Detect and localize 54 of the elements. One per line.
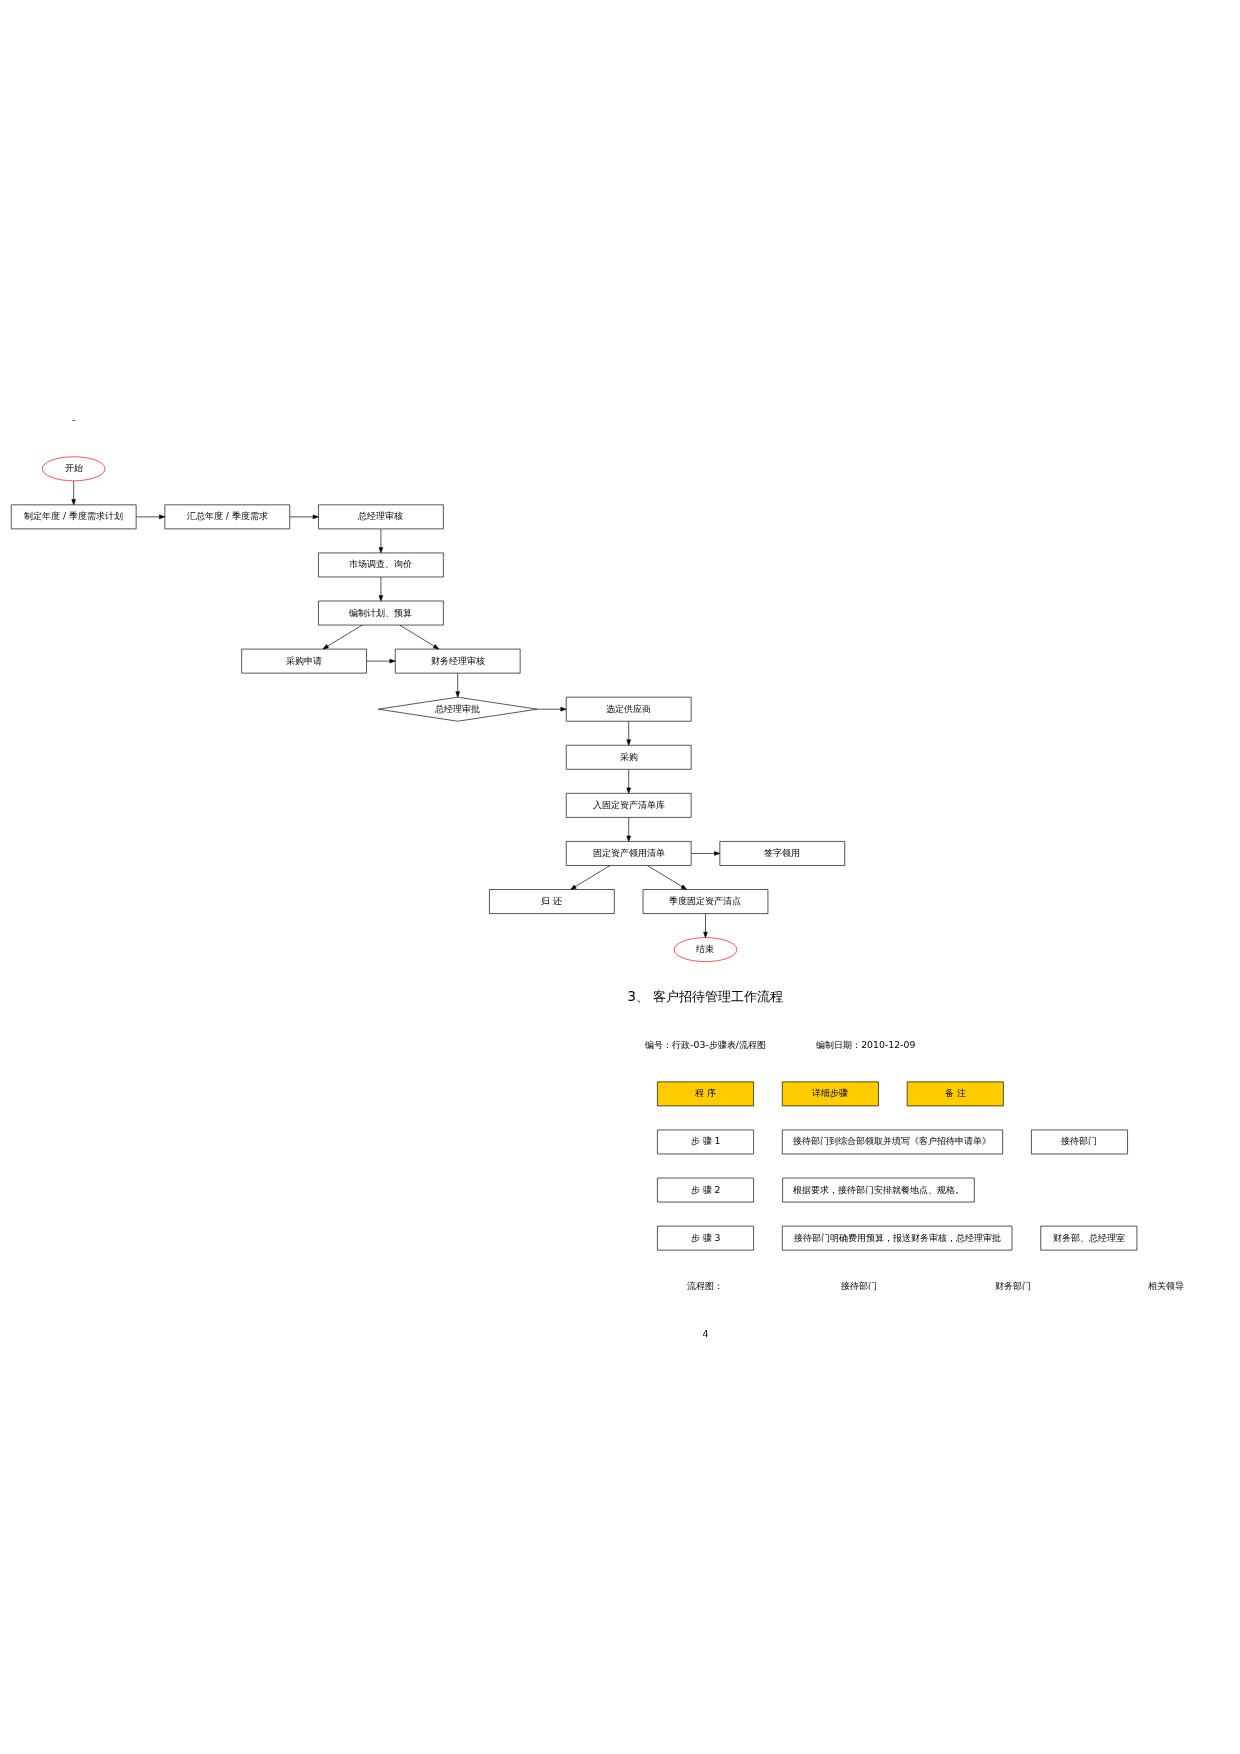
arrow [289,514,319,519]
arrow [322,624,363,649]
node-ellipse: 开始 [41,455,106,481]
node-box: 采购申请 [241,648,367,673]
node-box: 入固定资产清单库 [565,792,692,818]
label: 详细步骤 [812,1086,849,1098]
node-box: 季度固定资产清点 [642,888,769,914]
arrow [626,720,631,746]
arrow [378,528,384,553]
node-box: 选定供应商 [565,696,692,722]
node-ellipse: 结束 [673,936,738,962]
label: 接待部门 [841,1279,878,1291]
node-box: 财务经理审核 [394,648,521,673]
label: 备 注 [944,1086,966,1098]
label: 步 骤 1 [690,1134,721,1146]
label: 流程图： [687,1279,724,1291]
arrow [366,658,396,663]
label: 财务部门 [994,1279,1031,1291]
node-box: 编制计划、预算 [318,600,444,625]
label: 接待部门 [1061,1134,1098,1146]
arrow [136,514,166,519]
node-box: 汇总年度 / 季度需求 [164,504,291,529]
label: 3、 客户招待管理工作流程 [627,988,784,1004]
arrow [691,850,721,856]
label: 接待部门明确费用预算，报送财务审核，总经理审批 [793,1231,1001,1243]
label: 接待部门到综合部领取并填写《客户招待申请单》 [793,1134,992,1146]
arrow [71,480,76,505]
arrow [626,816,631,842]
node-diamond: 总经理审批 [377,696,538,722]
node-box: 市场调查、询价 [318,552,444,577]
label: 根据要求，接待部门安排就餐地点、规格。 [792,1183,964,1195]
node-box: 归 还 [489,888,615,914]
arrow [647,864,687,890]
node-box: 采购 [565,744,692,770]
label: 步 骤 2 [690,1183,721,1195]
label: 编号：行政-03-步骤表/流程图 [645,1038,766,1050]
label: 财务部、总经理室 [1052,1231,1125,1243]
node-box: 固定资产领用清单 [565,840,692,866]
arrow [536,706,567,711]
arrow [626,768,631,794]
label: - [72,413,76,425]
node-box: 总经理审核 [318,504,444,529]
label: 程 序 [695,1086,716,1098]
node-box: 制定年度 / 季度需求计划 [10,504,137,529]
label: 编制日期：2010-12-09 [816,1038,916,1050]
arrow [570,864,611,890]
node-box: 签字领用 [719,840,846,866]
arrow [703,912,708,938]
label: 相关领导 [1148,1279,1185,1291]
label: 4 [702,1327,709,1339]
arrow [399,624,440,649]
arrow [455,672,460,697]
arrow [378,576,384,601]
label: 步 骤 3 [690,1231,721,1243]
